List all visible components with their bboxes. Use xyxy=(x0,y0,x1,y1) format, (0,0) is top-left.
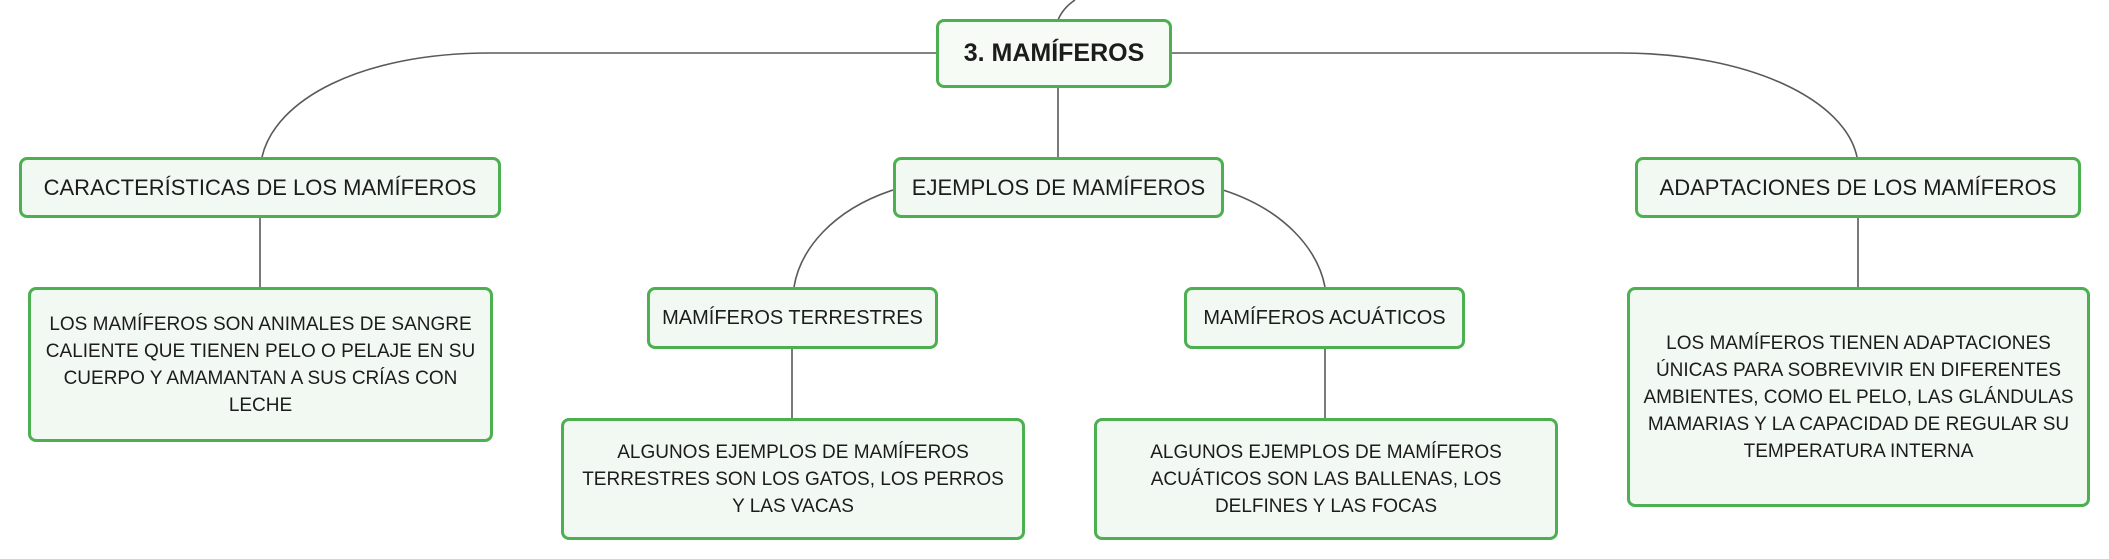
acuaticos-node-label: MAMÍFEROS ACUÁTICOS xyxy=(1203,306,1446,329)
adaptaciones-node[interactable]: ADAPTACIONES DE LOS MAMÍFEROS xyxy=(1635,157,2081,218)
caracteristicas-node[interactable]: CARACTERÍSTICAS DE LOS MAMÍFEROS xyxy=(19,157,501,218)
connector-root-to-adaptaciones xyxy=(1172,52,1858,158)
acuaticos-description-node[interactable]: ALGUNOS EJEMPLOS DE MAMÍFEROS ACUÁTICOS … xyxy=(1094,418,1558,540)
adaptaciones-node-label: ADAPTACIONES DE LOS MAMÍFEROS xyxy=(1659,174,2057,200)
ejemplos-node-label: EJEMPLOS DE MAMÍFEROS xyxy=(911,174,1206,200)
acuaticos-node[interactable]: MAMÍFEROS ACUÁTICOS xyxy=(1184,287,1465,349)
acuaticos-description-text: ALGUNOS EJEMPLOS DE MAMÍFEROS ACUÁTICOS … xyxy=(1150,441,1502,517)
root-node-label: 3. MAMÍFEROS xyxy=(963,39,1145,67)
root-node[interactable]: 3. MAMÍFEROS xyxy=(936,19,1172,88)
caracteristicas-description-text: LOS MAMÍFEROS SON ANIMALES DE SANGRE CAL… xyxy=(45,313,476,416)
terrestres-node-label: MAMÍFEROS TERRESTRES xyxy=(662,306,923,329)
terrestres-description-node[interactable]: ALGUNOS EJEMPLOS DE MAMÍFEROS TERRESTRES… xyxy=(561,418,1025,540)
connector-root-to-caracteristicas xyxy=(261,52,936,158)
connector-parent-to-root xyxy=(1057,0,1076,21)
adaptaciones-description-node[interactable]: LOS MAMÍFEROS TIENEN ADAPTACIONES ÚNICAS… xyxy=(1627,287,2090,507)
connector-ejemplos-to-acuaticos xyxy=(1222,189,1326,288)
terrestres-description-text: ALGUNOS EJEMPLOS DE MAMÍFEROS TERRESTRES… xyxy=(582,441,1004,517)
adaptaciones-description-text: LOS MAMÍFEROS TIENEN ADAPTACIONES ÚNICAS… xyxy=(1643,332,2074,462)
connector-ejemplos-to-terrestres xyxy=(793,189,894,288)
caracteristicas-node-label: CARACTERÍSTICAS DE LOS MAMÍFEROS xyxy=(43,174,477,200)
caracteristicas-description-node[interactable]: LOS MAMÍFEROS SON ANIMALES DE SANGRE CAL… xyxy=(28,287,493,442)
terrestres-node[interactable]: MAMÍFEROS TERRESTRES xyxy=(647,287,938,349)
ejemplos-node[interactable]: EJEMPLOS DE MAMÍFEROS xyxy=(893,157,1224,218)
